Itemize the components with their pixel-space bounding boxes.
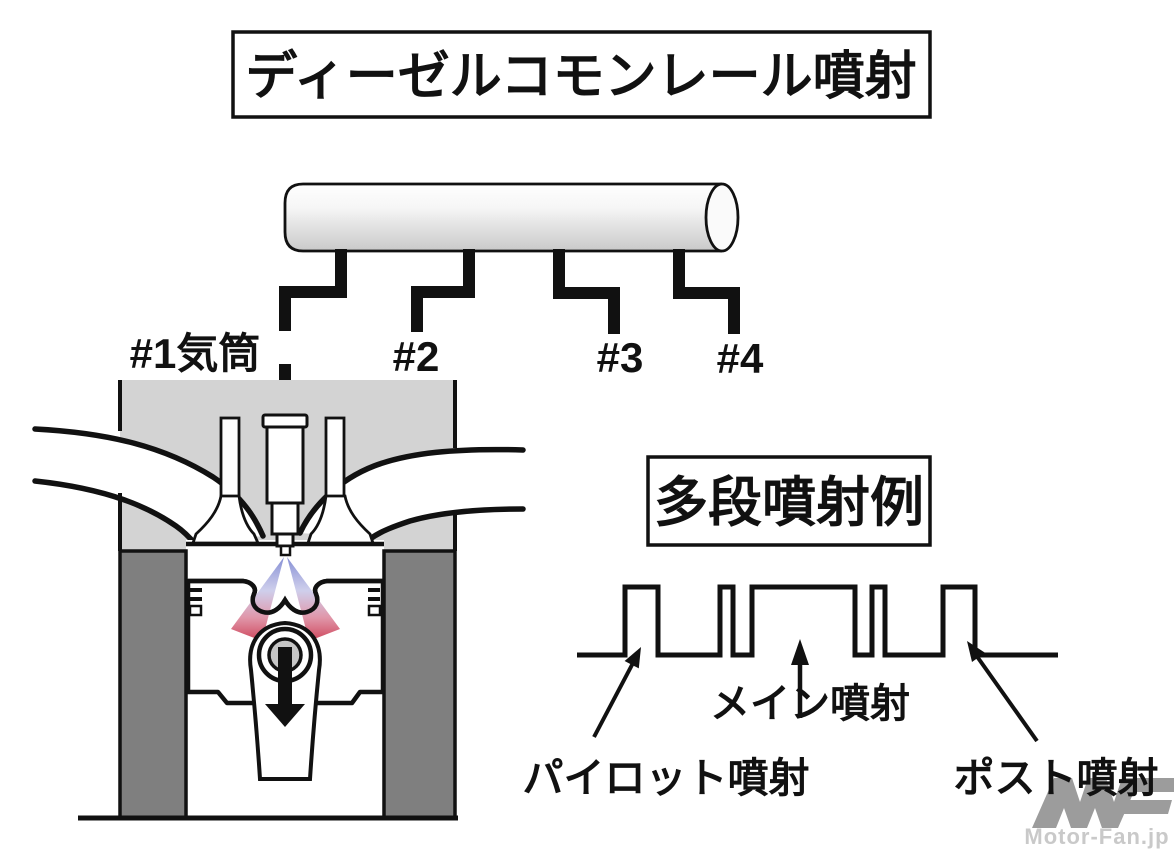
cylinder-1-label: #1気筒: [130, 330, 261, 377]
cylinder-wall-right: [382, 549, 457, 820]
main-arrow-icon: [791, 639, 809, 718]
spray-cone: [231, 557, 340, 641]
page-title: ディーゼルコモンレール噴射: [245, 48, 916, 106]
rail-body: [285, 184, 722, 251]
watermark-text: Motor-Fan.jp: [1024, 824, 1169, 849]
fuel-pipe-2: [411, 249, 475, 332]
fuel-pipe-4: [673, 249, 740, 334]
injector: [261, 413, 309, 557]
common-rail: [283, 182, 740, 253]
fuel-pipes: [279, 249, 740, 417]
rail-outline: [283, 182, 722, 253]
watermark-logo: [1032, 778, 1174, 828]
exhaust-port: [297, 446, 526, 542]
multi-injection-box: [646, 455, 932, 547]
cylinder-4-label: #4: [717, 335, 764, 382]
rail-end-cap: [704, 182, 740, 253]
title-box: ディーゼルコモンレール噴射: [231, 30, 932, 119]
engine-cross-section: [32, 380, 526, 821]
piston-crown-line: [188, 578, 383, 615]
intake-valve: [191, 416, 261, 545]
injection-waveform: [577, 584, 1058, 658]
fuel-pipe-3: [553, 249, 620, 334]
head-edges: [118, 380, 457, 551]
post-injection-label: ポスト噴射: [954, 755, 1159, 801]
multi-injection-title: 多段噴射例: [654, 473, 924, 533]
exhaust-valve: [306, 416, 375, 545]
post-arrow-icon: [967, 641, 1039, 743]
cylinder-3-label: #3: [597, 334, 644, 381]
main-injection-label: メイン噴射: [710, 682, 910, 726]
downward-arrow-icon: [265, 647, 305, 727]
injector-nozzle-tip: [279, 544, 292, 557]
title-box-border: [231, 30, 932, 119]
multi-injection-example: 多段噴射例 Motor-Fan.jp メイン噴射 パイロット噴射 ポスト噴射: [523, 455, 1174, 849]
pilot-injection-label: パイロット噴射: [523, 755, 810, 801]
piston-rings: [188, 588, 382, 617]
intake-port: [32, 426, 266, 547]
cylinder-2-label: #2: [393, 333, 440, 380]
cylinder-wall-left: [118, 549, 188, 820]
pilot-arrow-icon: [592, 647, 641, 738]
